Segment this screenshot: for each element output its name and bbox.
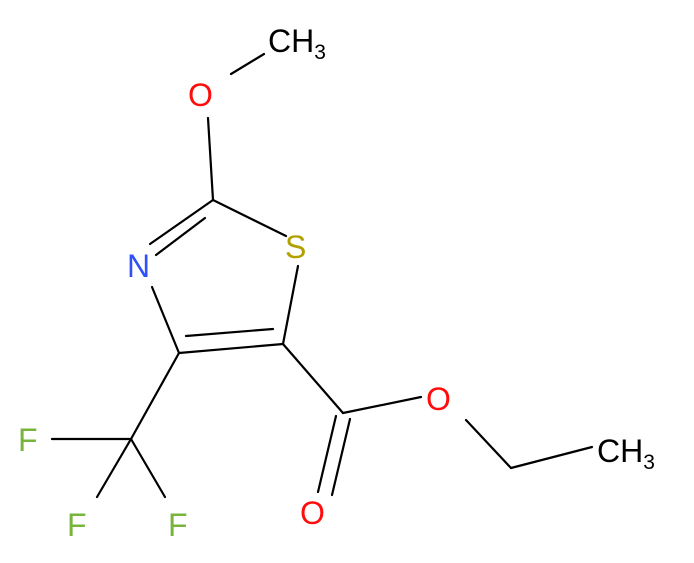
methyl-top-label: CH3 [268,23,326,64]
sulfur-label: S [285,229,306,265]
bond-c4-cf3 [129,351,181,441]
ether-oxygen-label: O [188,77,213,113]
bond-c2-nitrogen-outer [148,198,215,246]
bond-cf3-f-bottom-right [129,437,167,499]
bond-c2-nitrogen-inner [154,216,207,257]
bond-c4-c5-outer [177,342,285,355]
bond-carbonyl-oxygen-right [330,417,352,497]
bond-c5-carbonyl [281,342,345,415]
bond-cf3-f-bottom-left [95,437,133,499]
fluorine-bottom-left-label: F [67,507,87,543]
bond-carbonyl-oxygen-left [316,414,338,494]
bond-c4-c5-inner [184,327,275,338]
bond-ch2-methyl [509,445,594,470]
fluorine-bottom-right-label: F [168,507,188,543]
bond-sulfur-c5 [281,264,300,346]
methyl-right-label: CH3 [597,433,655,474]
bond-nitrogen-c4 [150,285,181,355]
carbonyl-oxygen-label: O [300,495,325,531]
fluorine-left-label: F [18,422,38,458]
bond-carbonyl-ester-oxygen [341,395,423,415]
bond-ester-oxygen-ch2 [464,418,513,470]
bond-lines [50,52,594,499]
bond-c2-sulfur [211,198,288,238]
nitrogen-label: N [127,248,150,284]
atom-labels: CH3 O S N O O CH3 F F F [18,23,655,543]
bond-ether-oxygen-c2 [206,116,215,202]
bond-methyl-ether-oxygen [229,52,266,76]
ester-oxygen-label: O [426,381,451,417]
